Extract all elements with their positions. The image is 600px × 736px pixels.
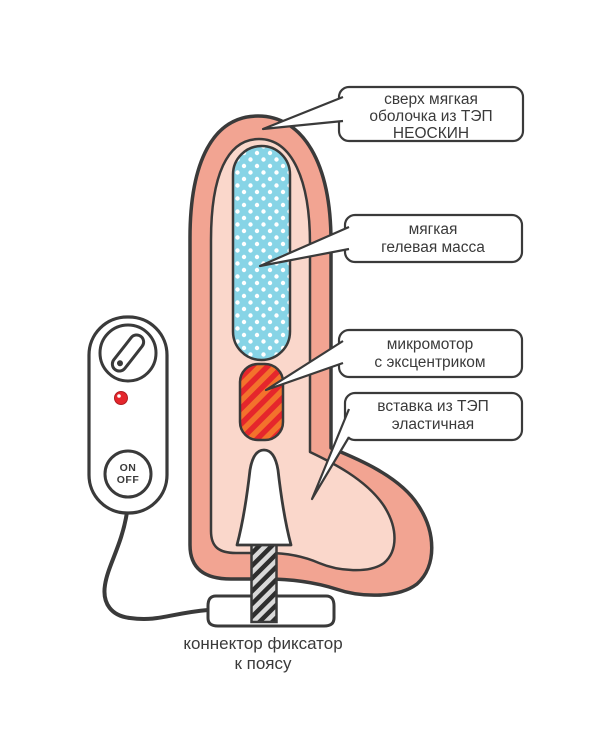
on-off-button: ON OFF <box>103 449 153 499</box>
remote-control: ON OFF <box>87 315 169 515</box>
callout-motor-pointer <box>264 340 344 392</box>
caption-connector: коннектор фиксатор к поясу <box>183 634 342 673</box>
dial-knob-icon <box>110 333 146 373</box>
callout-motor: микромотор с эксцентриком <box>264 328 524 392</box>
caption-line1: коннектор фиксатор <box>183 634 342 653</box>
callout-shell-pointer <box>261 95 344 131</box>
callout-gel-line1: мягкая <box>409 221 458 238</box>
caption-line2: к поясу <box>234 654 292 673</box>
callout-insert-line1: вставка из ТЭП <box>377 398 488 415</box>
callout-motor-line1: микромотор <box>387 336 473 353</box>
threaded-rod <box>250 538 278 624</box>
gel-mass <box>231 144 292 362</box>
callout-insert-pointer <box>310 408 351 501</box>
callout-shell: сверх мягкая оболочка из ТЭП НЕОСКИН <box>261 85 525 143</box>
callout-gel: мягкая гелевая масса <box>258 213 524 268</box>
callout-gel-line2: гелевая масса <box>381 239 485 256</box>
callout-shell-line3: НЕОСКИН <box>393 125 469 142</box>
off-label: OFF <box>117 474 140 486</box>
callout-gel-pointer <box>258 225 350 268</box>
power-led <box>114 391 128 405</box>
callout-shell-line2: оболочка из ТЭП <box>369 108 492 125</box>
tep-insert-cone <box>235 448 293 547</box>
power-cable <box>102 510 210 621</box>
callout-insert: вставка из ТЭП эластичная <box>310 391 524 501</box>
led-highlight <box>117 394 121 398</box>
on-label: ON <box>120 462 137 474</box>
callout-motor-line2: с эксцентриком <box>374 354 485 371</box>
micromotor <box>238 362 285 442</box>
callout-insert-line2: эластичная <box>392 416 474 433</box>
callout-shell-line1: сверх мягкая <box>384 91 478 108</box>
